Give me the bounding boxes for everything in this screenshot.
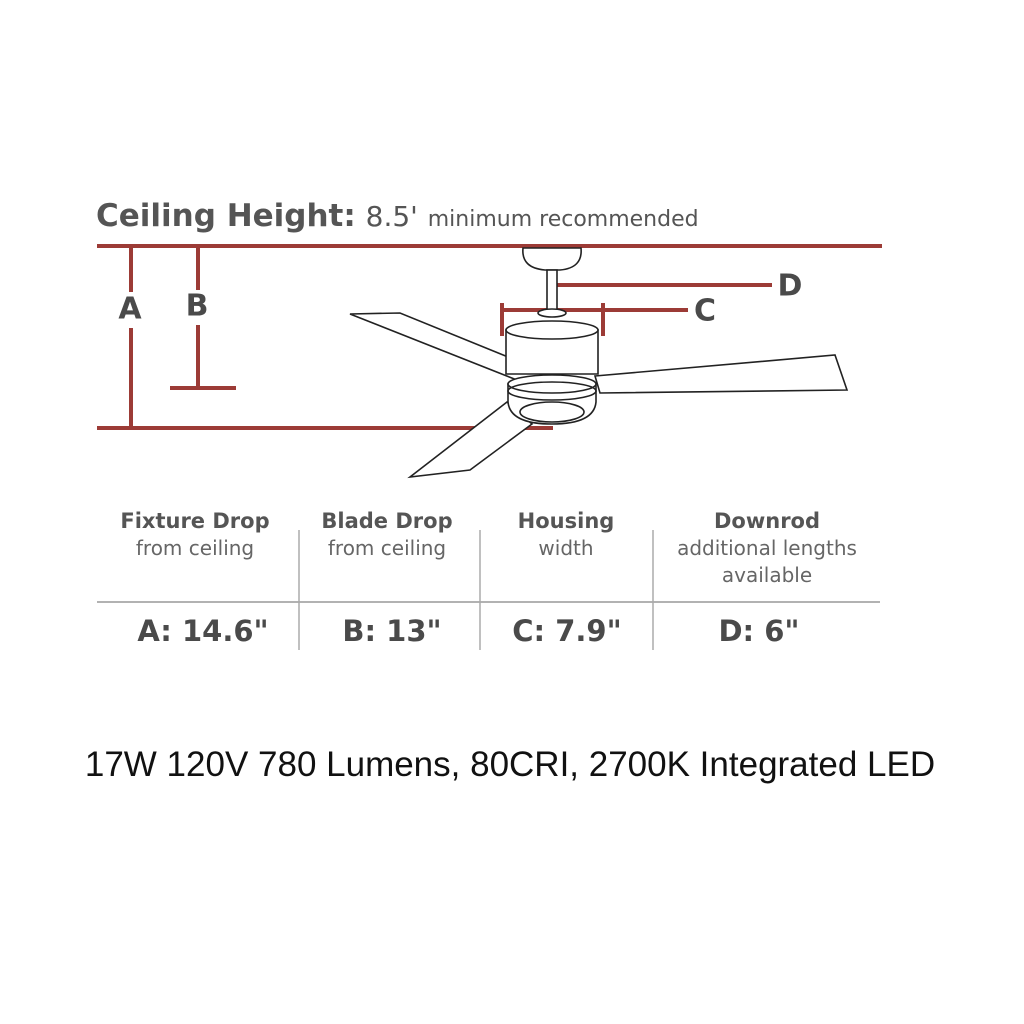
ceiling-height-title: Ceiling Height: 8.5' minimum recommended xyxy=(96,198,699,234)
canopy xyxy=(522,247,582,271)
value-d: D: 6" xyxy=(718,614,800,648)
marker-a: A xyxy=(118,291,142,327)
downrod xyxy=(546,269,558,313)
value-c: C: 7.9" xyxy=(512,614,622,648)
marker-c: C xyxy=(693,293,717,329)
blade-right xyxy=(593,354,849,394)
marker-d: D xyxy=(777,268,803,304)
marker-b: B xyxy=(185,288,209,324)
led-specs: 17W 120V 780 Lumens, 80CRI, 2700K Integr… xyxy=(84,745,936,784)
led-light xyxy=(519,401,585,423)
value-a: A: 14.6" xyxy=(137,614,269,648)
value-b: B: 13" xyxy=(342,614,442,648)
